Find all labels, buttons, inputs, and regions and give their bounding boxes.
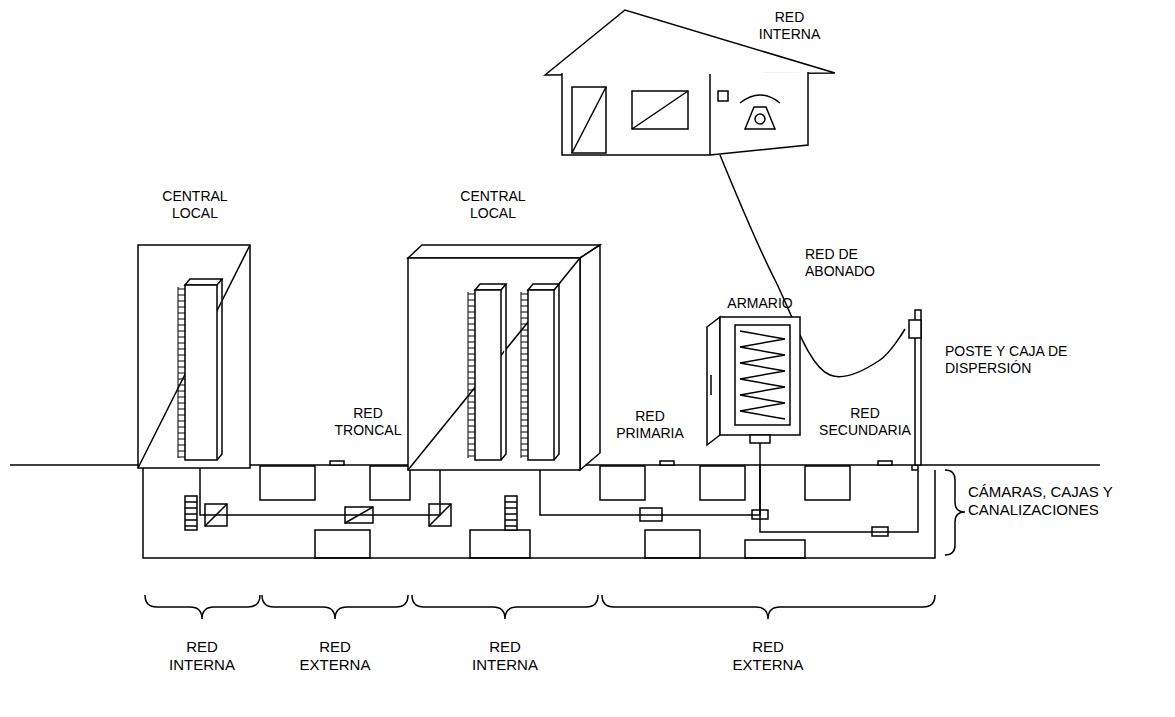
chamber — [315, 530, 370, 558]
terminal-ticks — [505, 502, 517, 526]
panel-top — [528, 284, 559, 290]
panel-front — [185, 285, 217, 460]
panel-comb — [521, 294, 528, 456]
phone-handset — [740, 95, 780, 103]
section-label: RED INTERNA — [465, 638, 545, 674]
splice-boxes — [185, 496, 888, 536]
exchange-cabinet — [138, 245, 250, 468]
chamber — [645, 530, 700, 558]
phone-dial — [755, 114, 765, 124]
underground-cable — [540, 465, 760, 515]
underground-cable — [760, 465, 918, 532]
section-label: RED EXTERNA — [728, 638, 808, 674]
terminal-block — [505, 496, 517, 530]
cabinet-diagonal — [408, 258, 580, 470]
cabinet-side — [580, 245, 600, 470]
exchange: CENTRAL LOCAL — [400, 188, 610, 470]
duct-outline — [143, 466, 935, 558]
manhole-cover — [330, 461, 344, 465]
panel-top — [185, 279, 222, 285]
section-label: RED EXTERNA — [295, 638, 375, 674]
span-bracket — [262, 595, 408, 619]
node-outline — [705, 295, 815, 465]
chamber — [260, 466, 315, 500]
street-cabinet: ARMARIO — [705, 295, 815, 465]
phone-base — [745, 107, 775, 129]
panel-front — [475, 290, 501, 460]
cabinet-post — [759, 443, 761, 465]
house-window — [632, 91, 688, 129]
terminal-ticks — [185, 502, 197, 526]
node-outline — [130, 188, 260, 468]
node-label: RED INTERNA — [752, 9, 827, 43]
bracket-label: CÁMARAS, CAJAS Y CANALIZACIONES — [968, 483, 1143, 519]
brackets — [145, 470, 965, 619]
chamber — [700, 466, 745, 500]
dispersion-box — [909, 320, 921, 338]
pole-duct — [912, 465, 918, 470]
house-corner — [709, 74, 711, 155]
cabinet-diagonal — [138, 245, 250, 468]
span-bracket — [412, 595, 598, 619]
door-handle — [710, 375, 712, 395]
underground-cable — [200, 468, 440, 515]
window-diagonal — [632, 91, 688, 129]
cabinet-base — [750, 435, 770, 443]
house-walls — [562, 72, 808, 155]
edge-label: RED DE ABONADO — [805, 246, 890, 280]
network-label: RED SECUNDARIA — [815, 405, 915, 439]
terminal-strips — [740, 331, 785, 419]
span-bracket — [602, 595, 935, 619]
ground-and-ducts — [10, 461, 1100, 558]
terminal-block — [185, 496, 197, 530]
door-diagonal — [572, 87, 606, 153]
section-label: RED INTERNA — [162, 638, 242, 674]
panel-edge — [468, 292, 469, 458]
node-label: POSTE Y CAJA DE DISPERSIÓN — [945, 343, 1080, 377]
panel-edge — [178, 287, 179, 458]
network-label: RED PRIMARIA — [608, 408, 693, 442]
house-door — [572, 87, 606, 153]
wall-socket — [718, 91, 728, 101]
street-cabinet — [720, 317, 800, 435]
node-outline — [400, 188, 610, 470]
panel-comb — [468, 294, 475, 456]
manhole-cover — [660, 461, 674, 465]
house: RED INTERNA — [540, 5, 840, 155]
cabinet-door — [707, 317, 720, 445]
side-bracket — [945, 470, 965, 555]
network-label: RED TRONCAL — [331, 405, 406, 439]
cabinet-top — [408, 245, 600, 258]
panel-front — [528, 290, 554, 460]
node-label: CENTRAL LOCAL — [453, 188, 533, 222]
chamber — [805, 466, 850, 500]
panel-top — [475, 284, 506, 290]
exchange-cabinet — [408, 258, 580, 470]
node-label: CENTRAL LOCAL — [155, 188, 235, 222]
pole: POSTE Y CAJA DE DISPERSIÓN — [905, 305, 1090, 465]
chamber — [470, 530, 530, 558]
span-bracket — [145, 595, 260, 619]
house-roof — [545, 10, 835, 75]
chamber — [370, 466, 410, 500]
manhole-cover — [878, 461, 892, 465]
exchange: CENTRAL LOCAL — [130, 188, 260, 468]
panel-edge — [521, 292, 522, 458]
node-label: ARMARIO — [705, 295, 815, 312]
cabinet-frame — [735, 325, 790, 425]
chamber — [745, 540, 805, 558]
chamber — [600, 466, 645, 500]
panel-comb — [178, 289, 185, 457]
node-outline — [905, 305, 1090, 465]
